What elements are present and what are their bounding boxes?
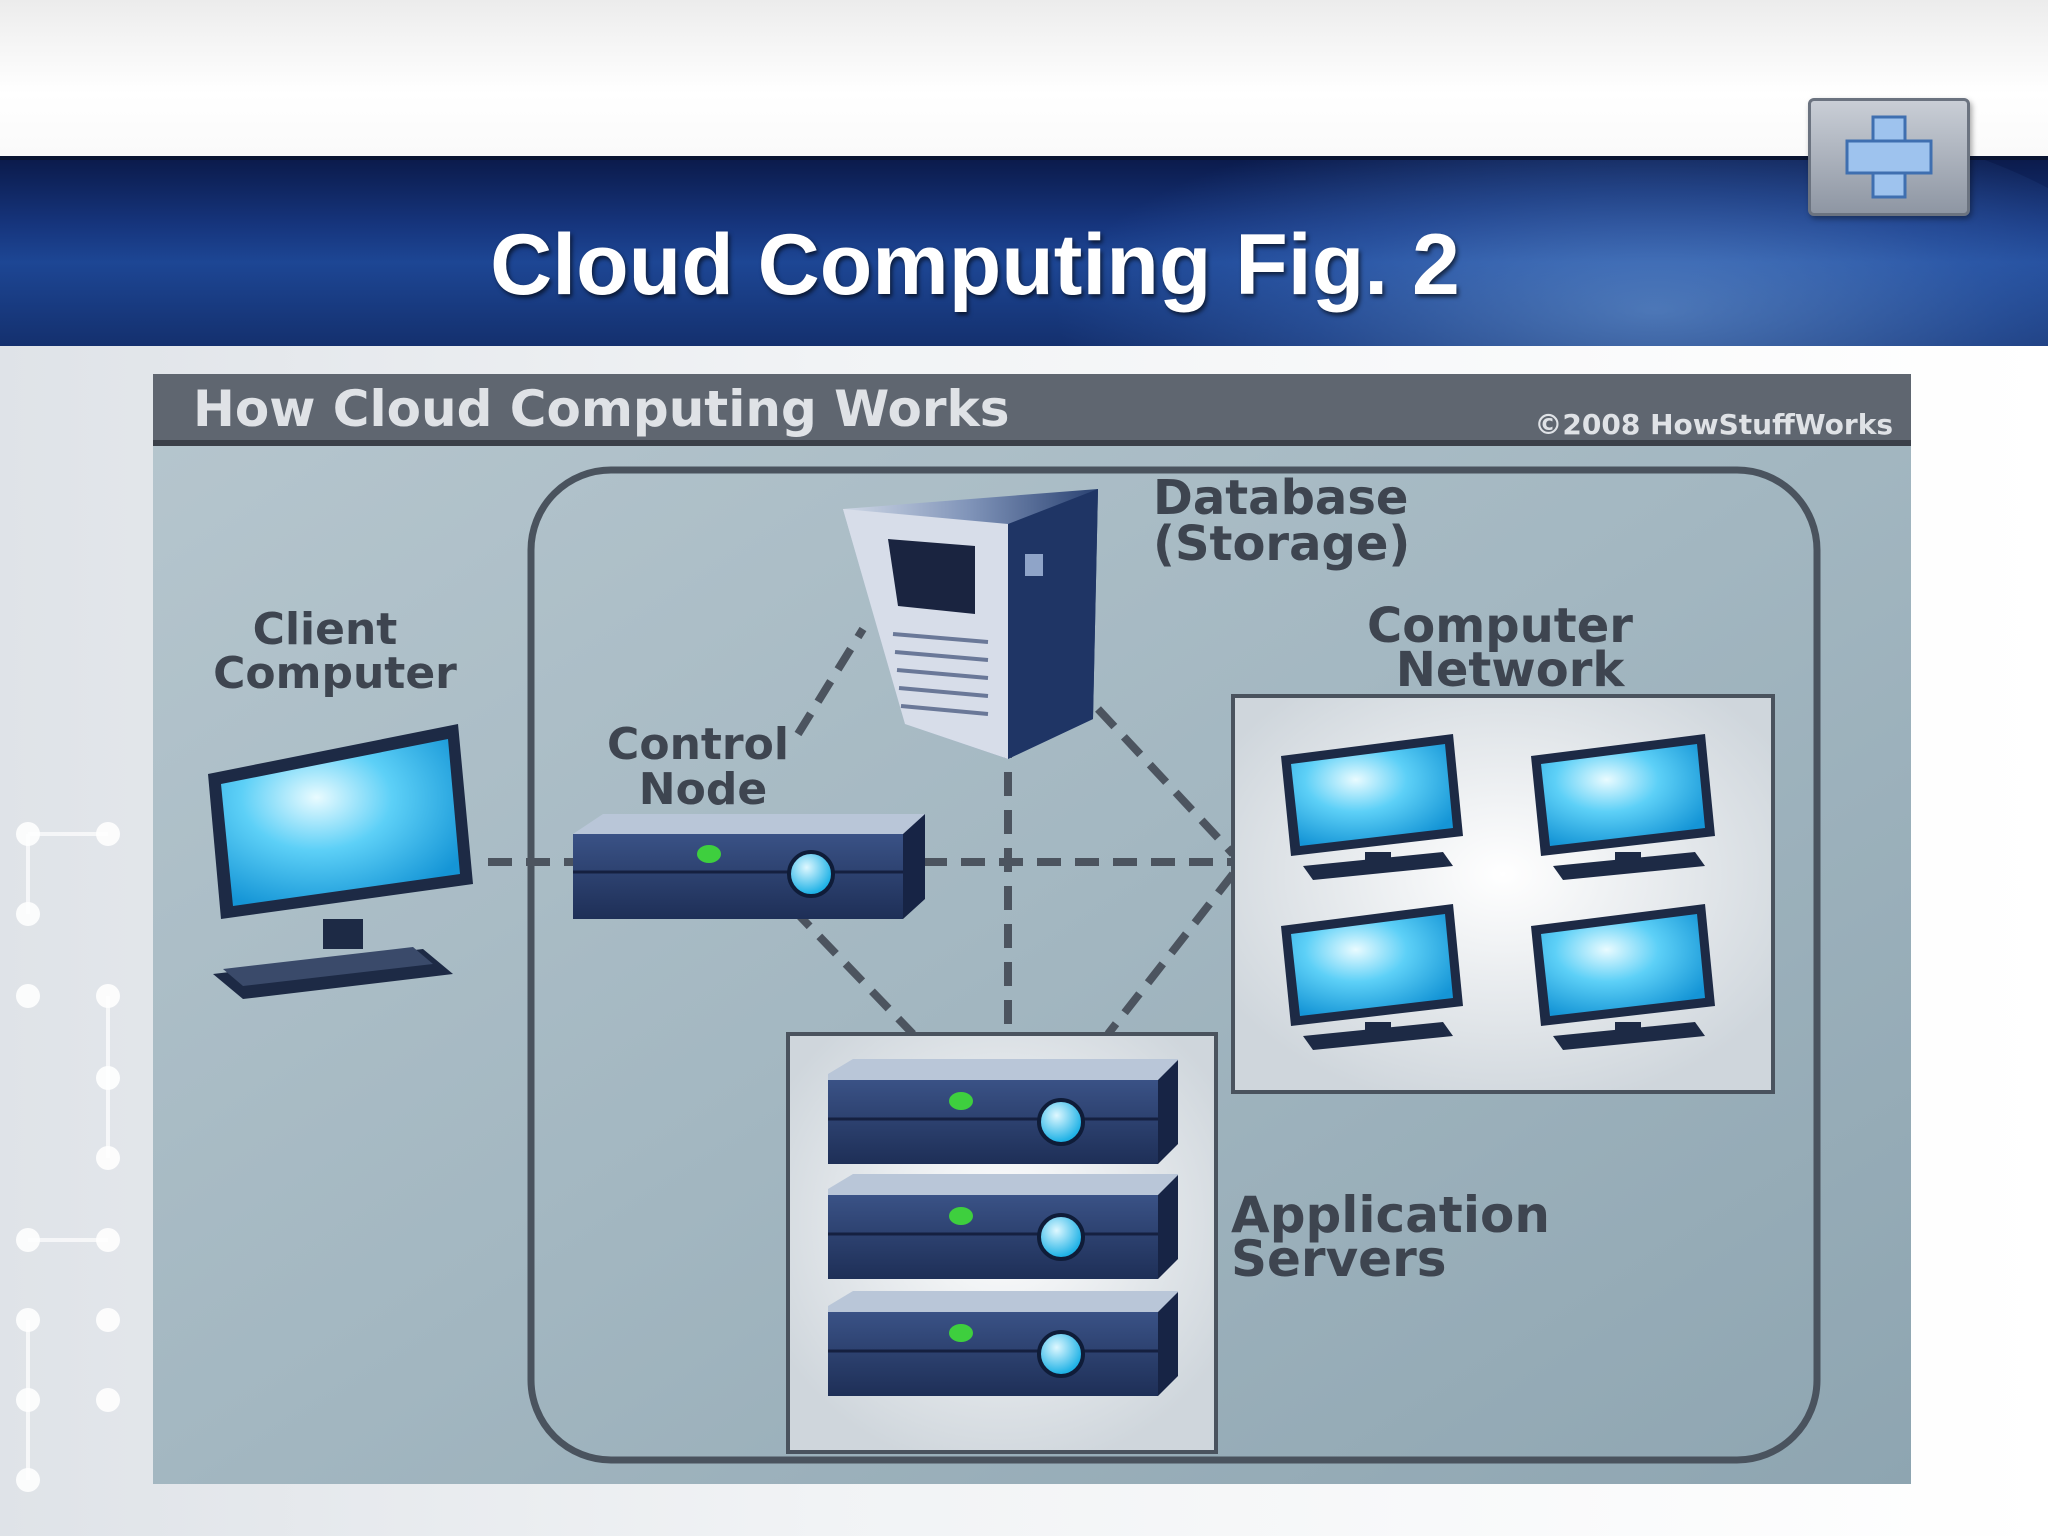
application-server-2 — [828, 1174, 1178, 1279]
database-server — [843, 489, 1098, 759]
network-computer-2 — [1531, 734, 1715, 880]
application-label-line1: Application — [1231, 1186, 1550, 1244]
copyright-text: ©2008 HowStuffWorks — [1534, 408, 1893, 441]
plus-icon — [1845, 115, 1933, 199]
application-server-3 — [828, 1291, 1178, 1396]
network-label-line2: Network — [1396, 642, 1626, 698]
plus-button[interactable] — [1808, 98, 1970, 216]
client-computer — [208, 724, 473, 999]
network-computer-3 — [1281, 904, 1463, 1050]
diagram-header-bar — [153, 374, 1911, 444]
application-server-1 — [828, 1059, 1178, 1164]
network-label-line1: Computer — [1367, 598, 1633, 654]
decorative-dots — [16, 822, 120, 1492]
diagram-header-title: How Cloud Computing Works — [193, 380, 1010, 438]
network-computer-1 — [1281, 734, 1463, 880]
slide-title: Cloud Computing Fig. 2 — [490, 217, 1460, 313]
client-label-line1: Client — [253, 604, 398, 655]
application-label-line2: Servers — [1231, 1230, 1447, 1288]
diagram-canvas: How Cloud Computing Works ©2008 HowStuff… — [153, 374, 1911, 1484]
cloud-diagram: How Cloud Computing Works ©2008 HowStuff… — [153, 374, 1911, 1484]
client-label-line2: Computer — [213, 648, 457, 699]
cloud-boundary — [527, 466, 1821, 1464]
control-node — [573, 814, 925, 919]
database-label-line1: Database — [1153, 470, 1408, 526]
slide-top-area — [0, 0, 2048, 156]
connection-lines — [488, 626, 1237, 1037]
control-label-line1: Control — [607, 719, 789, 770]
control-label-line2: Node — [639, 764, 767, 815]
network-computer-4 — [1531, 904, 1715, 1050]
database-label-line2: (Storage) — [1153, 516, 1410, 572]
